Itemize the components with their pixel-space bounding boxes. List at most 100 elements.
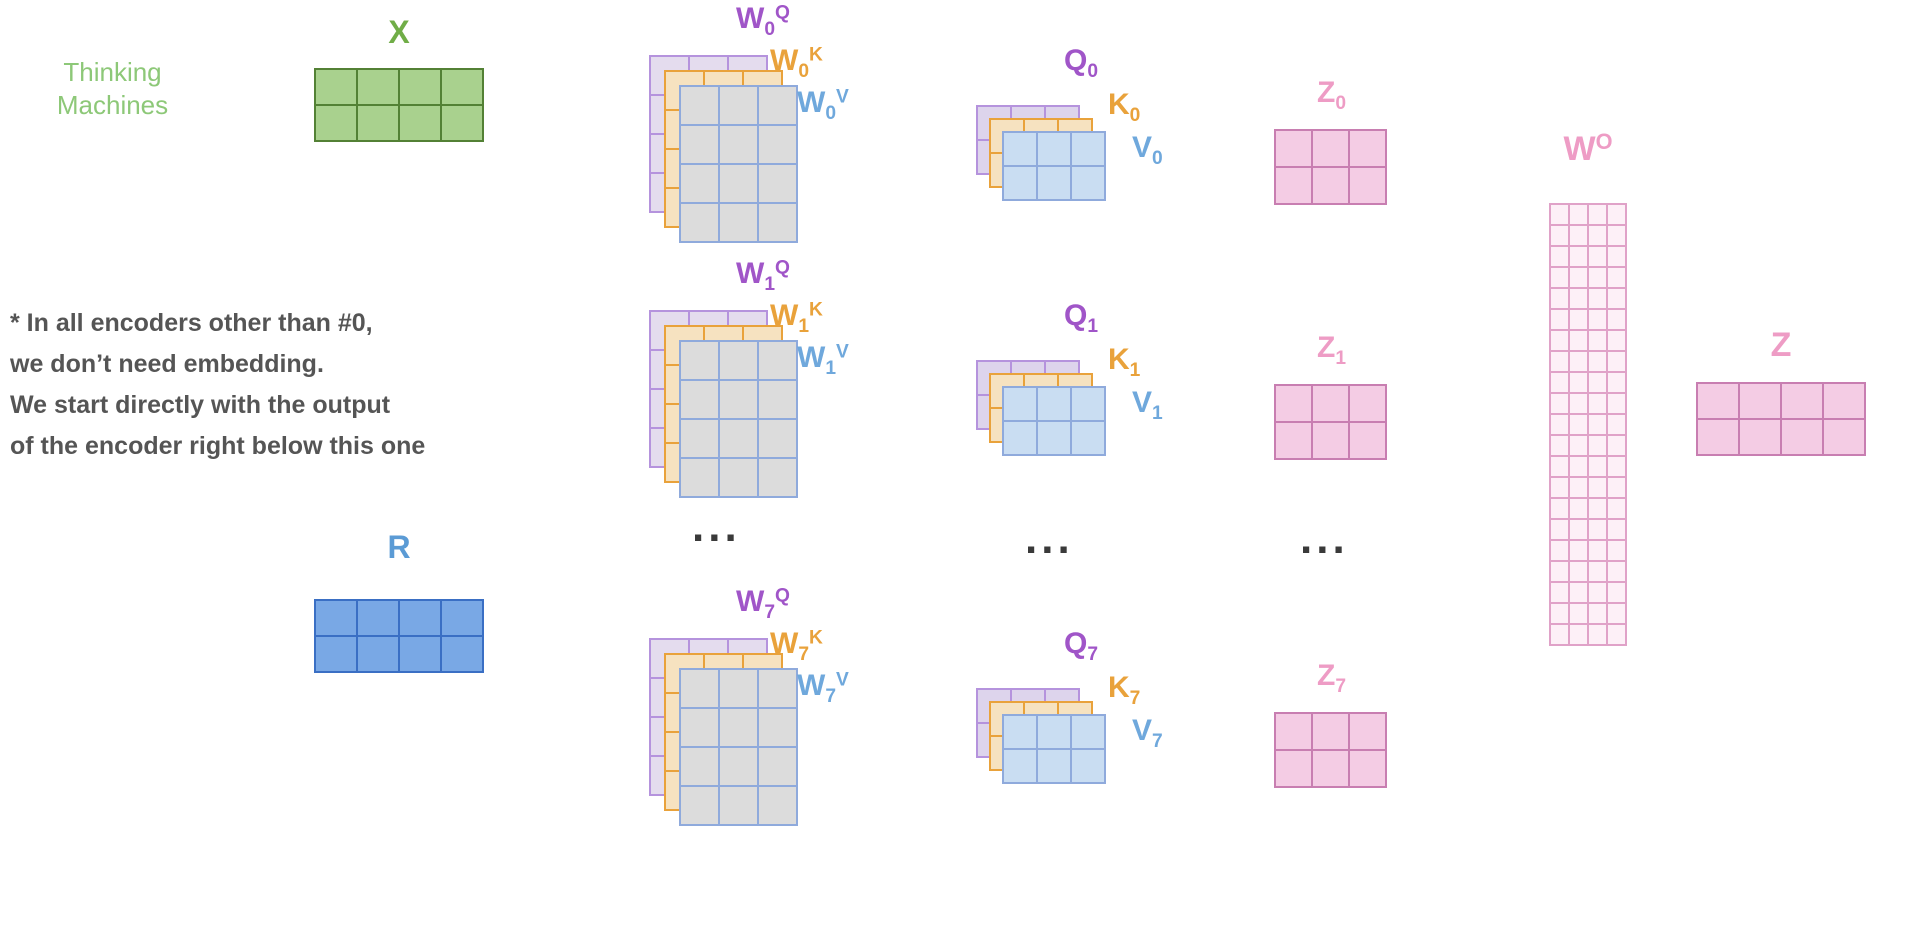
brand-text: Thinking Machines bbox=[30, 56, 195, 122]
matrix-cell bbox=[1038, 133, 1070, 165]
matrix-cell bbox=[316, 70, 356, 104]
v-label: V0 bbox=[1132, 133, 1163, 169]
matrix-cell bbox=[1276, 386, 1311, 421]
label-sub: 7 bbox=[1129, 688, 1141, 709]
matrix-cell bbox=[1570, 541, 1587, 560]
qkv-matrices-stack bbox=[976, 105, 1111, 205]
z-head-matrix bbox=[1274, 129, 1387, 205]
matrix-cell bbox=[1072, 388, 1104, 420]
matrix-cell bbox=[1608, 289, 1625, 308]
matrix-cell bbox=[720, 342, 757, 379]
brand-line-1: Thinking bbox=[63, 57, 162, 87]
matrix-cell bbox=[1589, 289, 1606, 308]
ellipsis-z-column: ... bbox=[1300, 514, 1349, 563]
matrix-cell bbox=[1072, 422, 1104, 454]
matrix-cell bbox=[1782, 420, 1822, 454]
matrix-cell bbox=[720, 87, 757, 124]
label-sub: 7 bbox=[764, 602, 775, 623]
brand-line-2: Machines bbox=[56, 90, 169, 120]
label-sub: 0 bbox=[764, 19, 775, 40]
matrix-cell bbox=[1551, 457, 1568, 476]
qkv-matrices-stack bbox=[976, 688, 1111, 788]
matrix-cell bbox=[1589, 415, 1606, 434]
label-sub: 0 bbox=[1152, 148, 1163, 169]
label-sub: 1 bbox=[764, 274, 775, 295]
matrix-cell bbox=[759, 670, 796, 707]
wo-label: WO bbox=[1543, 131, 1633, 166]
matrix-cell bbox=[400, 637, 440, 671]
matrix-cell bbox=[1004, 750, 1036, 782]
matrix-cell bbox=[1276, 423, 1311, 458]
matrix-cell bbox=[400, 106, 440, 140]
matrix-cell bbox=[1589, 373, 1606, 392]
note-line-2: we don’t need embedding. bbox=[10, 350, 324, 378]
matrix-cell bbox=[1608, 352, 1625, 371]
matrix-cell bbox=[759, 204, 796, 241]
matrix-cell bbox=[1551, 541, 1568, 560]
label-base: K bbox=[1108, 88, 1130, 121]
w-key-label: W1K bbox=[770, 300, 823, 336]
matrix-cell bbox=[1740, 420, 1780, 454]
ellipsis-qkv-column: ... bbox=[1025, 514, 1074, 563]
matrix-cell bbox=[1570, 226, 1587, 245]
k-label: K1 bbox=[1108, 343, 1140, 381]
matrix-cell bbox=[1589, 352, 1606, 371]
label-base: K bbox=[1108, 343, 1130, 376]
matrix-cell bbox=[1072, 167, 1104, 199]
matrix-cell bbox=[1589, 436, 1606, 455]
label-base: Q bbox=[1064, 299, 1088, 332]
matrix-cell bbox=[1608, 226, 1625, 245]
label-sub: 1 bbox=[1129, 360, 1141, 381]
matrix-cell bbox=[1551, 226, 1568, 245]
matrix-cell bbox=[1551, 331, 1568, 350]
label-base: W bbox=[736, 585, 765, 618]
label-base: W bbox=[797, 86, 826, 119]
w-query-label: W0Q bbox=[736, 3, 790, 39]
matrix-cell bbox=[442, 70, 482, 104]
matrix-cell bbox=[1350, 131, 1385, 166]
matrix-cell bbox=[1608, 604, 1625, 623]
matrix-cell bbox=[759, 459, 796, 496]
matrix-cell bbox=[1276, 168, 1311, 203]
matrix-cell bbox=[1589, 457, 1606, 476]
matrix-cell bbox=[1570, 457, 1587, 476]
matrix-cell bbox=[1608, 268, 1625, 287]
matrix-cell bbox=[1350, 714, 1385, 749]
label-base: Q bbox=[1064, 627, 1088, 660]
label-sup: Q bbox=[775, 585, 790, 607]
ellipsis-w-column: ... bbox=[692, 502, 741, 551]
z-head-label: Z0 bbox=[1274, 78, 1389, 114]
wo-matrix bbox=[1549, 203, 1627, 646]
label-sub: 1 bbox=[825, 358, 836, 379]
label-base: W bbox=[797, 341, 826, 374]
matrix-cell bbox=[1551, 205, 1568, 224]
note-text: * In all encoders other than #0, we don’… bbox=[10, 303, 425, 467]
label-sub: 0 bbox=[798, 61, 809, 82]
matrix-cell bbox=[1350, 751, 1385, 786]
matrix-cell bbox=[1313, 423, 1348, 458]
matrix-cell bbox=[1570, 562, 1587, 581]
label-base: V bbox=[1132, 714, 1153, 747]
attention-head-row-0: W0Q W0K W0V Q0 K0 V0 Z0 bbox=[0, 0, 1930, 290]
label-sup: K bbox=[809, 627, 823, 649]
matrix-cell bbox=[358, 106, 398, 140]
matrix-cell bbox=[1570, 520, 1587, 539]
matrix-cell bbox=[720, 204, 757, 241]
matrix-cell bbox=[442, 601, 482, 635]
matrix-cell bbox=[1589, 205, 1606, 224]
label-sub: 7 bbox=[798, 644, 809, 665]
z-head-matrix bbox=[1274, 384, 1387, 460]
matrix-cell bbox=[400, 601, 440, 635]
matrix-cell bbox=[1589, 394, 1606, 413]
matrix-cell bbox=[1698, 420, 1738, 454]
label-sub: 1 bbox=[1152, 403, 1163, 424]
matrix-cell bbox=[1072, 750, 1104, 782]
matrix-cell bbox=[759, 787, 796, 824]
matrix-cell bbox=[1004, 716, 1036, 748]
matrix-cell bbox=[681, 342, 718, 379]
matrix-cell bbox=[720, 709, 757, 746]
matrix-cell bbox=[681, 381, 718, 418]
matrix-cell bbox=[1589, 604, 1606, 623]
z-head-label: Z7 bbox=[1274, 661, 1389, 697]
attention-head-row-1: W1Q W1K W1V Q1 K1 V1 Z1 bbox=[0, 255, 1930, 545]
